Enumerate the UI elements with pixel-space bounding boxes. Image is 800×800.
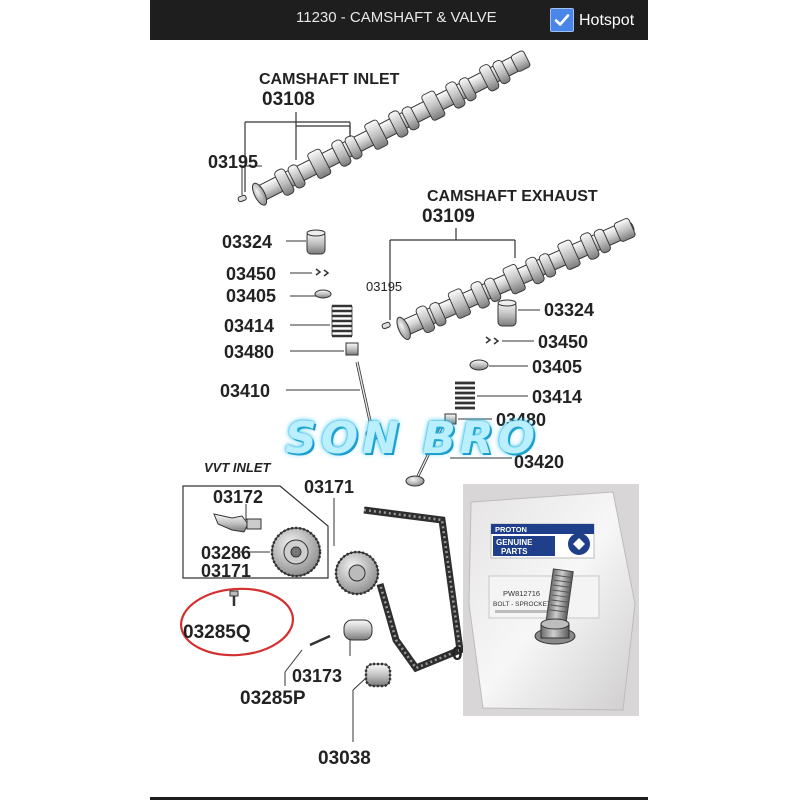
- part-label-03450-right[interactable]: 03450: [538, 332, 588, 352]
- valve-inlet[interactable]: [286, 361, 383, 440]
- hotspot-checkbox[interactable]: [550, 8, 574, 32]
- spring-right[interactable]: [455, 381, 528, 410]
- part-label-cut: 0: [452, 644, 463, 665]
- part-label-03171[interactable]: 03171: [304, 477, 354, 497]
- vvt-solenoid[interactable]: [213, 504, 262, 533]
- part-label-03410[interactable]: 03410: [220, 381, 270, 401]
- part-label-03420[interactable]: 03420: [514, 452, 564, 472]
- lifter-right[interactable]: [497, 299, 540, 327]
- part-label-03195-inlet[interactable]: 03195: [208, 152, 258, 172]
- logo-mark-icon: [573, 538, 585, 550]
- vvt-inlet-title: VVT INLET: [204, 460, 272, 475]
- part-label-03285p[interactable]: 03285P: [240, 688, 306, 709]
- part-label-03324-left[interactable]: 03324: [222, 232, 272, 252]
- woodruff-key-inlet[interactable]: [237, 165, 262, 203]
- retainer-left[interactable]: [290, 289, 332, 299]
- part-number-text: PW812716: [503, 589, 540, 598]
- tensioner-pulley[interactable]: [343, 619, 373, 656]
- valve-exhaust[interactable]: [405, 423, 512, 487]
- part-label-03286[interactable]: 03286: [201, 543, 251, 563]
- parts-viewer: 11230 - CAMSHAFT & VALVE Hotspot: [150, 0, 648, 800]
- part-desc-text: BOLT - SPROCKET: [493, 601, 551, 608]
- lifter-left[interactable]: [286, 229, 326, 255]
- camshaft-inlet-title: CAMSHAFT INLET: [259, 71, 400, 88]
- highlight-circle: [179, 587, 295, 657]
- part-label-03414-left[interactable]: 03414: [224, 316, 274, 336]
- brand-text: PROTON: [495, 525, 527, 534]
- collet-right[interactable]: [485, 336, 534, 345]
- idler-pulley[interactable]: [352, 662, 392, 742]
- part-label-03038[interactable]: 03038: [318, 748, 371, 769]
- part-label-03414-right[interactable]: 03414: [532, 387, 582, 407]
- camshaft-exhaust[interactable]: [389, 213, 639, 343]
- seal-right[interactable]: [444, 413, 492, 425]
- packaged-bolt-image: PROTON GENUINE PARTS PW812716 BOLT - SPR…: [463, 484, 639, 716]
- part-label-03450-left[interactable]: 03450: [226, 264, 276, 284]
- sprocket-bolt-03285q[interactable]: [229, 590, 239, 606]
- part-label-03480-right[interactable]: 03480: [496, 410, 546, 430]
- label-header-bar: [491, 524, 594, 534]
- part-label-03405-left[interactable]: 03405: [226, 286, 276, 306]
- woodruff-key-exhaust[interactable]: [381, 321, 391, 330]
- timing-belt[interactable]: [363, 506, 464, 673]
- sticker-fine-print: [495, 610, 565, 613]
- tensioner-bolt[interactable]: [284, 634, 331, 686]
- bolt-image: [534, 568, 576, 645]
- watermark: SON BRO: [285, 413, 540, 464]
- checkmark-icon: [554, 14, 570, 26]
- page-title: 11230 - CAMSHAFT & VALVE: [296, 9, 497, 26]
- vvt-inlet-box: [182, 485, 329, 579]
- camshaft-exhaust-title: CAMSHAFT EXHAUST: [427, 188, 598, 205]
- camshaft-inlet[interactable]: [244, 46, 533, 209]
- part-label-03172[interactable]: 03172: [213, 487, 263, 507]
- retainer-right[interactable]: [469, 359, 528, 371]
- camshaft-sprocket[interactable]: [334, 550, 380, 596]
- bottom-border: [150, 797, 648, 800]
- camshaft-exhaust-code[interactable]: 03109: [422, 206, 475, 227]
- part-label-03195-exhaust[interactable]: 03195: [366, 279, 402, 294]
- collet-left[interactable]: [290, 268, 330, 277]
- vvt-sprocket[interactable]: [236, 526, 322, 578]
- product-photo: PROTON GENUINE PARTS PW812716 BOLT - SPR…: [463, 484, 639, 716]
- hotspot-label: Hotspot: [579, 12, 635, 29]
- part-label-03405-right[interactable]: 03405: [532, 357, 582, 377]
- seal-left[interactable]: [290, 342, 359, 356]
- title-bar: 11230 - CAMSHAFT & VALVE Hotspot: [150, 0, 648, 40]
- spring-left[interactable]: [290, 304, 353, 338]
- camshaft-valve-diagram: CAMSHAFT INLET 03108 03195: [179, 46, 639, 769]
- genuine-line-2: PARTS: [501, 547, 528, 556]
- genuine-badge: [493, 536, 555, 556]
- genuine-line-1: GENUINE: [496, 538, 533, 547]
- part-label-03324-right[interactable]: 03324: [544, 300, 594, 320]
- hotspot-toggle[interactable]: Hotspot: [550, 6, 646, 34]
- part-label-03285q[interactable]: 03285Q: [183, 622, 251, 643]
- part-label-03171-vvt[interactable]: 03171: [201, 561, 251, 581]
- camshaft-inlet-code[interactable]: 03108: [262, 89, 315, 110]
- part-label-03173[interactable]: 03173: [292, 666, 342, 686]
- part-label-03480-left[interactable]: 03480: [224, 342, 274, 362]
